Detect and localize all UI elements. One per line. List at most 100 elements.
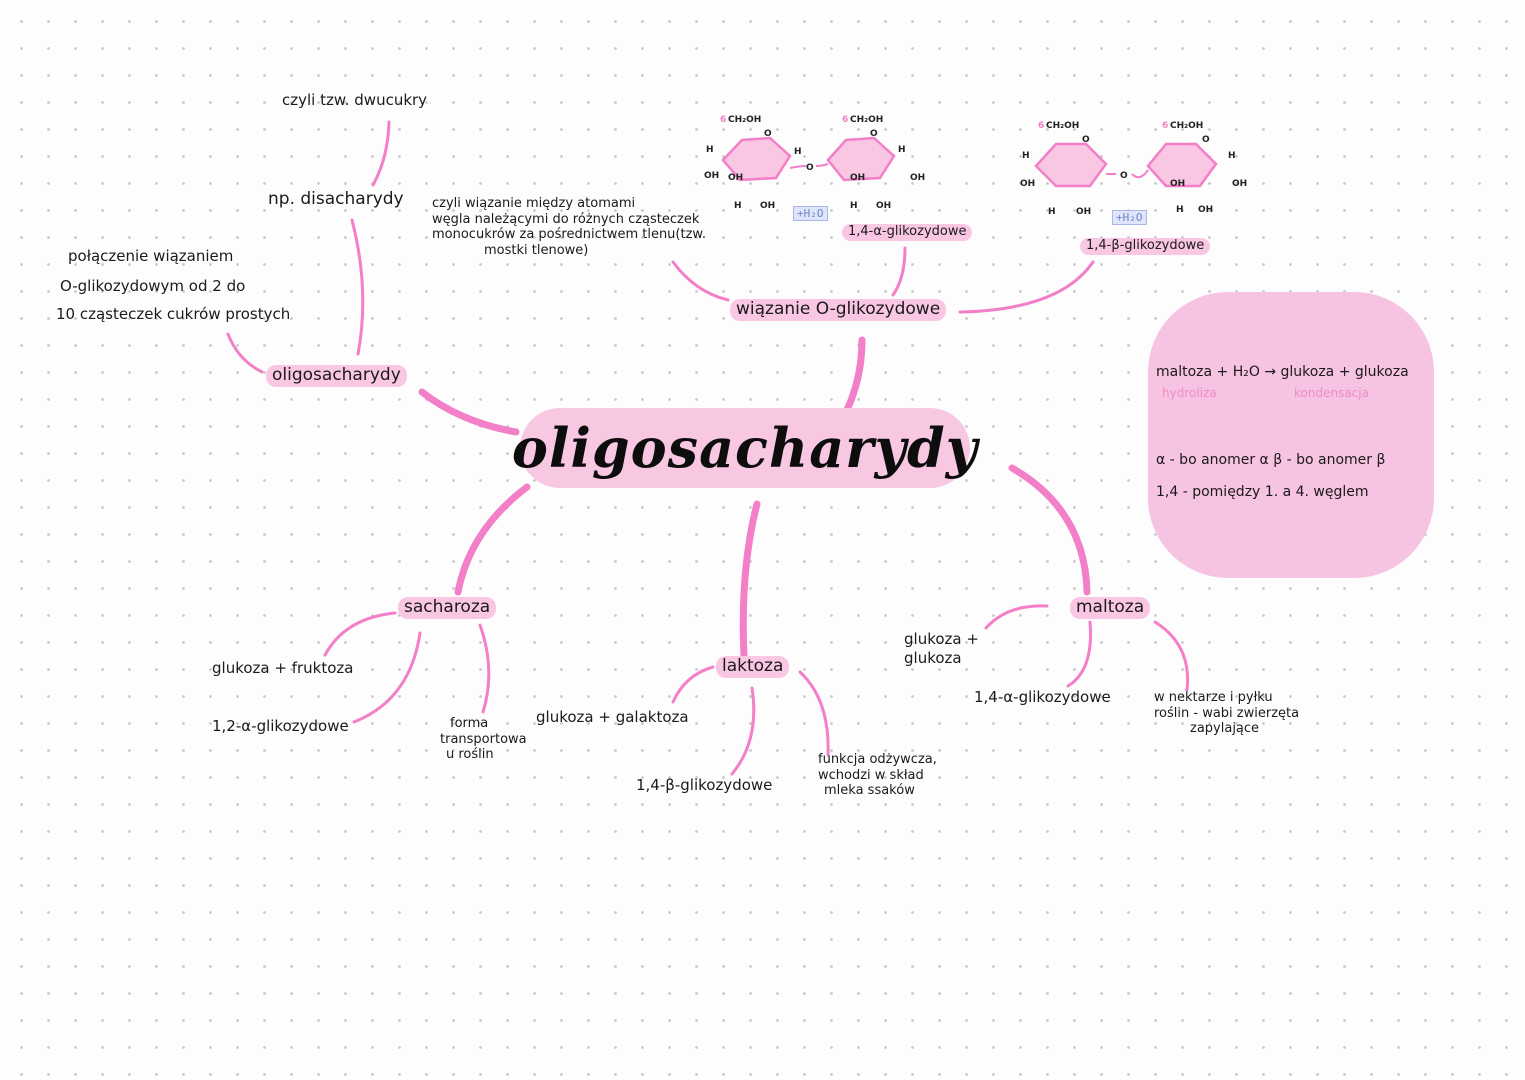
sucrose-role-line: u roślin (446, 747, 494, 763)
conn-disach-up (371, 120, 391, 187)
glycosidic-bond-node: wiązanie O-glikozydowe (730, 299, 947, 321)
conn-lakt-bond (730, 686, 756, 776)
glucose-ring-2 (1146, 142, 1218, 188)
disaccharide-note: czyli tzw. dwucukry (282, 91, 428, 109)
branch-laktoza (739, 500, 761, 660)
sucrose-composition: glukoza + fruktoza (212, 659, 354, 677)
atom-label: OH (1198, 205, 1213, 215)
atom-label: OH (1020, 179, 1035, 189)
atom-label: H (1176, 205, 1184, 215)
atom-label: O (764, 129, 772, 139)
conn-def (226, 332, 264, 374)
lactose-role-line: mleka ssaków (824, 783, 915, 799)
atom-label: H (1228, 151, 1236, 161)
atom-label: CH₂OH (1170, 121, 1203, 131)
conn-disach-down (350, 218, 365, 356)
sucrose-role: forma transportowa u roślin (440, 716, 527, 763)
atom-label: O (806, 163, 814, 173)
atom-label: H (706, 145, 714, 155)
branch-top (839, 336, 866, 422)
maltose-node: maltoza (1070, 597, 1151, 619)
branch-left (418, 388, 520, 436)
atom-label: 6 (720, 115, 726, 125)
conn-beta (958, 260, 1095, 314)
maltose-role: w nektarze i pyłku roślin - wabi zwierzę… (1154, 690, 1299, 737)
atom-label: O (1120, 171, 1128, 181)
maltose-role-line: zapylające (1190, 721, 1260, 737)
branch-maltoza (1008, 464, 1091, 596)
maltose-bond: 1,4-α-glikozydowe (974, 688, 1111, 706)
atom-label: OH (850, 173, 865, 183)
note-condensation: kondensacja (1294, 386, 1369, 400)
branch-sacharoza (454, 483, 531, 596)
sucrose-bond: 1,2-α-glikozydowe (212, 717, 349, 735)
conn-malt-role (1153, 620, 1190, 692)
conn-lakt-role (798, 670, 830, 757)
beta-bond-label: 1,4-β-glikozydowe (1080, 238, 1211, 255)
disaccharide-example: np. disacharydy (268, 189, 404, 209)
atom-label: OH (1076, 207, 1091, 217)
bond-definition-line: węgla należącymi do różnych cząsteczek (432, 211, 700, 227)
atom-label: CH₂OH (850, 115, 883, 125)
maltose-composition-line: glukoza + (904, 630, 979, 648)
central-title: oligosacharydy (512, 408, 977, 488)
atom-label: H (1048, 207, 1056, 217)
lactose-node: laktoza (716, 656, 790, 678)
atom-label: H (734, 201, 742, 211)
sucrose-node: sacharoza (398, 597, 497, 619)
lactose-role: funkcja odżywcza, wchodzi w skład mleka … (818, 752, 937, 799)
atom-label: H (794, 147, 802, 157)
maltose-role-line: w nektarze i pyłku (1154, 690, 1273, 705)
maltose-composition: glukoza + glukoza (904, 630, 979, 668)
atom-label: OH (760, 201, 775, 211)
atom-label: OH (876, 201, 891, 211)
definition-line-1: połączenie wiązaniem (68, 247, 234, 265)
definition-line-2: O-glikozydowym od 2 do (60, 277, 246, 295)
bond-definition-line: monocukrów za pośrednictwem tlenu(tzw. (432, 227, 706, 243)
lactose-role-line: wchodzi w skład (818, 767, 924, 783)
note-positions: 1,4 - pomiędzy 1. a 4. węglem (1156, 484, 1369, 500)
note-box: maltoza + H₂O → glukoza + glukoza hydrol… (1148, 292, 1434, 578)
note-hydrolysis: hydroliza (1162, 386, 1217, 400)
conn-sach-role (478, 623, 491, 714)
alpha-bond-label: 1,4-α-glikozydowe (842, 224, 973, 241)
conn-malt-comp (984, 604, 1049, 630)
lactose-bond: 1,4-β-glikozydowe (636, 776, 773, 794)
maltose-composition-line: glukoza (904, 648, 962, 667)
atom-label: 6 (1162, 121, 1168, 131)
beta-disaccharide-structure: 6 CH₂OH O H OH H OH O 6 CH₂OH O H OH OH … (1020, 121, 1247, 217)
note-anomers: α - bo anomer α β - bo anomer β (1156, 452, 1386, 468)
atom-label: CH₂OH (728, 115, 761, 125)
maltose-role-line: roślin - wabi zwierzęta (1154, 705, 1300, 721)
conn-sach-comp (323, 611, 397, 657)
lactose-role-line: funkcja odżywcza, (818, 752, 937, 767)
atom-label: OH (910, 173, 925, 183)
atom-label: CH₂OH (1046, 121, 1079, 131)
glucose-ring-2 (826, 136, 896, 182)
atom-label: H (850, 201, 858, 211)
atom-label: OH (1170, 179, 1185, 189)
sucrose-role-line: transportowa (440, 731, 527, 747)
bond-definition: czyli wiązanie między atomami węgla nale… (432, 196, 706, 258)
atom-label: 6 (1038, 121, 1044, 131)
alpha-maltose-structure: 6 CH₂OH O H OH OH H OH H O 6 CH₂OH O H O… (704, 115, 925, 211)
glucose-ring-1 (1034, 142, 1108, 188)
bond-definition-line: mostki tlenowe) (484, 242, 589, 258)
atom-label: H (898, 145, 906, 155)
atom-label: OH (1232, 179, 1247, 189)
atom-label: OH (704, 171, 719, 181)
atom-label: 6 (842, 115, 848, 125)
sucrose-role-line: forma (450, 716, 489, 731)
atom-label: O (1202, 135, 1210, 145)
atom-label: O (1082, 135, 1090, 145)
water-badge-beta: +H₂O (1112, 210, 1147, 225)
water-badge-alpha: +H₂O (793, 206, 828, 221)
conn-sach-bond (352, 631, 422, 724)
conn-bonddef (671, 260, 730, 302)
atom-label: O (870, 129, 878, 139)
lactose-composition: glukoza + galaktoza (536, 708, 689, 726)
glucose-ring-1 (721, 136, 792, 182)
conn-alpha (891, 246, 907, 297)
conn-lakt-comp (671, 665, 715, 704)
